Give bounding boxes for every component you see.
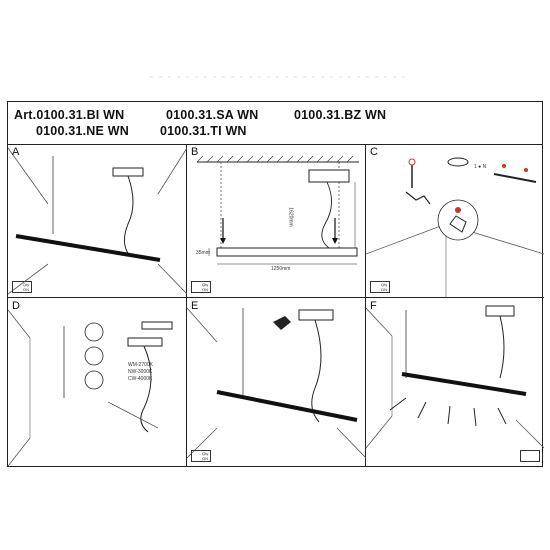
- panel-a-illustration: [8, 147, 187, 295]
- badge-unit-label: ON: [23, 287, 29, 292]
- panel-d: D WM-2700K NW-3000K CW-4000K: [8, 298, 187, 466]
- qty-badge-icon: [191, 450, 211, 462]
- panel-label-e: E: [191, 300, 199, 312]
- scan-artifact-line: [150, 76, 410, 78]
- panel-f-illustration: [366, 305, 544, 449]
- badge-qty-label: Qty: [202, 451, 209, 456]
- step-grid: A Qty ON B 16: [8, 144, 544, 466]
- panel-label-b: B: [191, 146, 199, 158]
- article-code-bi: Art.0100.31.BI WN: [14, 108, 125, 122]
- light-badge-icon: [520, 450, 540, 462]
- width-dimension: 1250mm: [271, 266, 291, 272]
- panel-label-d: D: [12, 300, 20, 312]
- panel-f: F: [366, 298, 544, 466]
- qty-badge-icon: [191, 281, 211, 293]
- panel-b-illustration: [196, 155, 359, 265]
- panel-label-a: A: [12, 146, 20, 158]
- panel-label-f: F: [370, 300, 377, 312]
- panel-label-c: C: [370, 146, 378, 158]
- badge-unit-label: ON: [202, 456, 208, 461]
- badge-unit-label: ON: [202, 287, 208, 292]
- panel-e: E Qty ON: [187, 298, 366, 466]
- article-header: Art.0100.31.BI WN 0100.31.SA WN 0100.31.…: [8, 102, 542, 145]
- qty-badge-icon: [12, 281, 32, 293]
- badge-qty-label: Qty: [202, 282, 209, 287]
- panel-a: A Qty ON: [8, 144, 187, 298]
- panel-b: B 1620mm 1250mm 35mm Qty ON: [187, 144, 366, 298]
- article-code-bz: 0100.31.BZ WN: [294, 108, 387, 122]
- color-temp-cool: CW-4000K: [128, 376, 153, 382]
- color-temp-warm: WM-2700K: [128, 362, 154, 368]
- panel-c: C 1 ● N Qty ON: [366, 144, 544, 298]
- color-temp-neutral: NW-3000K: [128, 369, 153, 375]
- article-code-ne: 0100.31.NE WN: [36, 124, 129, 138]
- article-code-ti: 0100.31.TI WN: [160, 124, 247, 138]
- height-dimension: 1620mm: [287, 207, 294, 227]
- instruction-sheet: Art.0100.31.BI WN 0100.31.SA WN 0100.31.…: [7, 101, 544, 467]
- panel-d-illustration: [8, 309, 173, 466]
- depth-dimension: 35mm: [196, 250, 210, 256]
- panel-e-illustration: [187, 307, 366, 459]
- badge-qty-label: Qty: [381, 282, 388, 287]
- qty-badge-icon: [370, 281, 390, 293]
- panel-c-illustration: [366, 157, 544, 298]
- badge-qty-label: Qty: [23, 282, 30, 287]
- badge-unit-label: ON: [381, 287, 387, 292]
- article-code-sa: 0100.31.SA WN: [166, 108, 259, 122]
- step-note: 1 ● N: [474, 164, 487, 170]
